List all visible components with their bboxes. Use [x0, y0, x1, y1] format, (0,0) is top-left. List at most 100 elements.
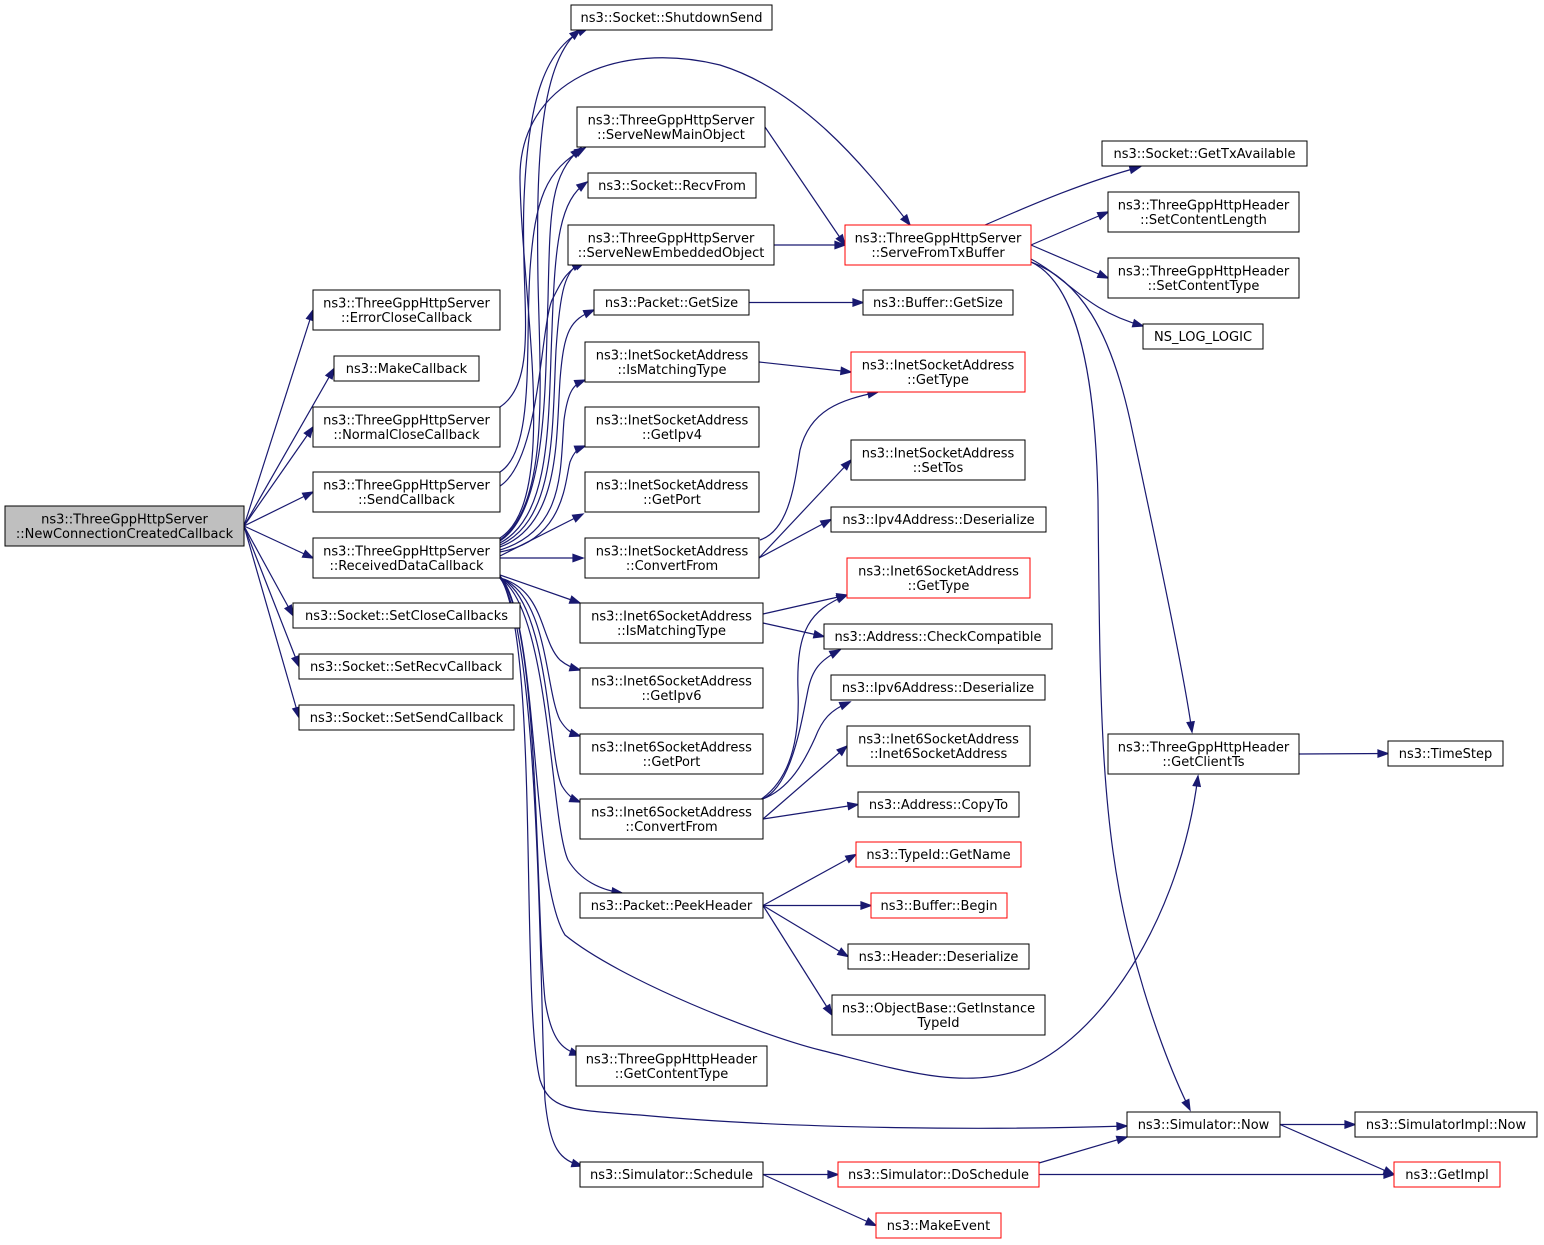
node-label-line: ::SetContentLength	[1140, 213, 1267, 228]
node-box	[1142, 323, 1264, 350]
node-inetgetport[interactable]: ns3::InetSocketAddress::GetPort	[584, 471, 760, 513]
arrowhead-icon	[1344, 1120, 1357, 1129]
node-label-line: ::NormalCloseCallback	[333, 428, 480, 443]
arrowhead-icon	[1181, 1098, 1191, 1112]
node-box	[576, 106, 766, 148]
node-box	[862, 289, 1014, 316]
node-box	[1107, 733, 1300, 775]
node-box	[846, 557, 1031, 599]
node-label-line: ::ConvertFrom	[625, 820, 717, 835]
node-inet6convert[interactable]: ns3::Inet6SocketAddress::ConvertFrom	[579, 798, 764, 840]
node-label-line: ::Inet6SocketAddress	[870, 747, 1008, 762]
node-getclientts[interactable]: ns3::ThreeGppHttpHeader::GetClientTs	[1107, 733, 1300, 775]
node-box	[846, 725, 1031, 767]
edge-line	[499, 576, 1128, 1129]
arrowhead-icon	[846, 801, 860, 811]
node-serveembedded[interactable]: ns3::ThreeGppHttpServer::ServeNewEmbedde…	[567, 224, 775, 266]
arrowhead-icon	[864, 1217, 878, 1227]
node-simnow[interactable]: ns3::Simulator::Now	[1126, 1111, 1281, 1138]
edge-peekheader-to-typeidgetname	[762, 853, 858, 907]
node-setsend[interactable]: ns3::Socket::SetSendCallback	[298, 704, 515, 731]
node-headerdeser[interactable]: ns3::Header::Deserialize	[847, 943, 1030, 970]
node-makecallback[interactable]: ns3::MakeCallback	[333, 355, 480, 382]
node-typeidgetname[interactable]: ns3::TypeId::GetName	[855, 841, 1022, 868]
arrowhead-icon	[1116, 1121, 1129, 1131]
node-label-line: ns3::Ipv6Address::Deserialize	[842, 681, 1034, 696]
node-inet6gettype[interactable]: ns3::Inet6SocketAddress::GetType	[846, 557, 1031, 599]
node-box	[830, 674, 1046, 701]
node-inetconvert[interactable]: ns3::InetSocketAddress::ConvertFrom	[584, 537, 760, 579]
node-box	[333, 355, 480, 382]
node-label-line: ::ConvertFrom	[626, 559, 718, 574]
node-makeevent[interactable]: ns3::MakeEvent	[875, 1212, 1002, 1239]
node-label-line: ns3::Socket::RecvFrom	[598, 179, 746, 194]
node-getcontenttype[interactable]: ns3::ThreeGppHttpHeader::GetContentType	[575, 1045, 768, 1087]
node-recvdata[interactable]: ns3::ThreeGppHttpServer::ReceivedDataCal…	[312, 537, 501, 579]
node-box	[1354, 1111, 1538, 1138]
node-label-line: ns3::Address::CheckCompatible	[834, 630, 1041, 645]
node-checkcompat[interactable]: ns3::Address::CheckCompatible	[823, 623, 1053, 650]
arrowhead-icon	[568, 662, 582, 672]
node-label-line: ns3::Ipv4Address::Deserialize	[842, 513, 1034, 528]
node-label-line: ::NewConnectionCreatedCallback	[16, 527, 234, 542]
node-schedule[interactable]: ns3::Simulator::Schedule	[579, 1161, 764, 1188]
node-nsloglogic[interactable]: NS_LOG_LOGIC	[1142, 323, 1264, 350]
node-label-line: ns3::Socket::SetCloseCallbacks	[305, 609, 508, 624]
arrowhead-icon	[1096, 211, 1110, 221]
edge-line	[1030, 258, 1144, 327]
edge-inet6convert-to-inet6ctor	[762, 744, 849, 820]
node-inetsettos[interactable]: ns3::InetSocketAddress::SetTos	[850, 439, 1026, 481]
edge-recvdata-to-inetismatch	[499, 379, 587, 551]
node-label-line: ns3::Inet6SocketAddress	[591, 609, 752, 624]
node-inet6ctor[interactable]: ns3::Inet6SocketAddress::Inet6SocketAddr…	[846, 725, 1031, 767]
node-inetgettype[interactable]: ns3::InetSocketAddress::GetType	[850, 351, 1026, 393]
node-inetismatch[interactable]: ns3::InetSocketAddress::IsMatchingType	[584, 341, 760, 383]
edge-line	[243, 368, 335, 527]
node-label-line: ns3::InetSocketAddress	[862, 358, 1015, 373]
edge-line	[499, 575, 1199, 1079]
node-label-line: ns3::GetImpl	[1405, 1168, 1489, 1183]
node-errorclose[interactable]: ns3::ThreeGppHttpServer::ErrorCloseCallb…	[312, 289, 501, 331]
node-buffergetsize[interactable]: ns3::Buffer::GetSize	[862, 289, 1014, 316]
node-getimpl[interactable]: ns3::GetImpl	[1393, 1161, 1501, 1188]
node-gettxavail[interactable]: ns3::Socket::GetTxAvailable	[1101, 140, 1308, 167]
node-inet6ismatch[interactable]: ns3::Inet6SocketAddress::IsMatchingType	[579, 602, 764, 644]
node-setcontentlength[interactable]: ns3::ThreeGppHttpHeader::SetContentLengt…	[1107, 191, 1300, 233]
edge-line	[762, 853, 857, 907]
node-inet6getipv6[interactable]: ns3::Inet6SocketAddress::GetIpv6	[579, 667, 764, 709]
node-box	[831, 994, 1046, 1036]
node-doschedule[interactable]: ns3::Simulator::DoSchedule	[837, 1161, 1040, 1188]
node-label-line: ns3::TypeId::GetName	[866, 848, 1010, 863]
node-normalclose[interactable]: ns3::ThreeGppHttpServer::NormalCloseCall…	[312, 406, 501, 448]
edge-root-to-makecallback	[243, 366, 335, 527]
node-ipv6deser[interactable]: ns3::Ipv6Address::Deserialize	[830, 674, 1046, 701]
node-inetgetipv4[interactable]: ns3::InetSocketAddress::GetIpv4	[584, 406, 760, 448]
node-label-line: ::GetContentType	[615, 1067, 729, 1082]
node-recvfrom[interactable]: ns3::Socket::RecvFrom	[587, 172, 757, 199]
node-label-line: ns3::InetSocketAddress	[596, 413, 749, 428]
node-shutdownsend[interactable]: ns3::Socket::ShutdownSend	[570, 4, 773, 31]
node-peekheader[interactable]: ns3::Packet::PeekHeader	[579, 892, 764, 919]
node-label-line: ns3::ThreeGppHttpServer	[855, 231, 1022, 246]
node-simimplnow[interactable]: ns3::SimulatorImpl::Now	[1354, 1111, 1538, 1138]
edge-line	[1030, 261, 1193, 733]
node-servefromtx[interactable]: ns3::ThreeGppHttpServer::ServeFromTxBuff…	[844, 224, 1032, 266]
node-label-line: ns3::ThreeGppHttpHeader	[1118, 198, 1290, 213]
node-label-line: ns3::Header::Deserialize	[859, 950, 1019, 965]
node-timestep[interactable]: ns3::TimeStep	[1387, 740, 1504, 767]
node-bufferbegin[interactable]: ns3::Buffer::Begin	[870, 892, 1008, 919]
node-label-line: ::ServeNewEmbeddedObject	[578, 246, 765, 261]
node-sendcb[interactable]: ns3::ThreeGppHttpServer::SendCallback	[312, 471, 501, 513]
node-setrecv[interactable]: ns3::Socket::SetRecvCallback	[298, 653, 514, 680]
edge-line	[758, 518, 832, 559]
node-setclose[interactable]: ns3::Socket::SetCloseCallbacks	[292, 602, 521, 629]
node-setcontenttype[interactable]: ns3::ThreeGppHttpHeader::SetContentType	[1107, 257, 1300, 299]
node-inet6getport[interactable]: ns3::Inet6SocketAddress::GetPort	[579, 733, 764, 775]
node-servemain[interactable]: ns3::ThreeGppHttpServer::ServeNewMainObj…	[576, 106, 766, 148]
edge-recvdata-to-inetconvert	[500, 553, 585, 563]
node-ipv4deser[interactable]: ns3::Ipv4Address::Deserialize	[830, 506, 1047, 533]
node-pktgetsize[interactable]: ns3::Packet::GetSize	[593, 289, 750, 316]
node-copyto[interactable]: ns3::Address::CopyTo	[857, 791, 1020, 818]
